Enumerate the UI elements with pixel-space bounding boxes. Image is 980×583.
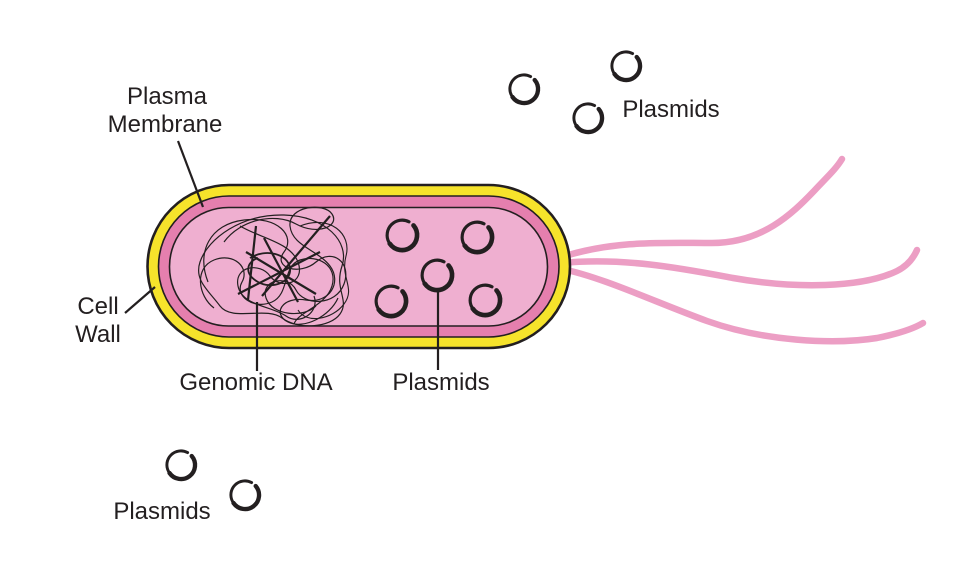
- plasmid-icon: [374, 284, 409, 319]
- label-plasma-membrane-line2: Membrane: [108, 111, 223, 138]
- plasmid-icon: [468, 283, 503, 318]
- cell-body: [146, 183, 572, 350]
- leader-plasma-membrane: [176, 140, 205, 208]
- plasmid-ring-arc: [462, 225, 495, 255]
- plasmid-ring-arc: [167, 453, 198, 482]
- leader-lines: [124, 140, 440, 371]
- plasmid-ring-arc: [229, 479, 254, 504]
- plasmid-ring-arc: [572, 102, 597, 127]
- label-plasmids-internal: Plasmids: [392, 369, 489, 396]
- plasmid-ring-arc: [508, 73, 533, 98]
- plasmid-icon: [572, 102, 605, 135]
- label-cell-wall-line2: Wall: [75, 321, 121, 348]
- label-cell-wall-line1: Cell: [77, 293, 118, 320]
- plasmid-ring-arc: [574, 106, 605, 135]
- dna-scribble-strands: [237, 215, 331, 303]
- dna-scribble-line: [247, 252, 291, 287]
- plasmid-icon: [165, 449, 198, 482]
- plasmids-free-top-group: [508, 50, 643, 135]
- plasmids-internal-group: [374, 218, 503, 319]
- plasmid-icon: [508, 73, 541, 106]
- plasmid-ring-arc: [385, 218, 411, 244]
- flagellum-top-icon: [558, 155, 846, 261]
- dna-scribble-line: [199, 257, 334, 325]
- plasmid-icon: [229, 479, 262, 512]
- plasmid-ring-arc: [374, 284, 400, 310]
- plasmid-ring-arc: [470, 288, 503, 318]
- label-plasmids-free-top: Plasmids: [622, 96, 719, 123]
- plasmid-ring-arc: [468, 283, 494, 309]
- plasmid-ring-arc: [610, 50, 635, 75]
- leader-cell-wall: [124, 286, 156, 314]
- plasmids-free-bottom-group: [165, 449, 262, 512]
- flagellum-middle-icon: [558, 246, 921, 289]
- flagellum-bottom-icon: [558, 265, 927, 345]
- plasmid-ring-arc: [387, 223, 420, 253]
- plasmid-icon: [385, 218, 420, 253]
- plasmid-icon: [460, 220, 495, 255]
- label-genomic-dna: Genomic DNA: [179, 369, 332, 396]
- dna-scribble-line: [297, 221, 350, 320]
- plasmid-ring-arc: [460, 220, 486, 246]
- dna-scribble-line: [198, 214, 345, 327]
- label-plasma-membrane-line1: Plasma: [127, 83, 208, 110]
- genomic-dna-tangle: [198, 206, 350, 327]
- plasmid-icon: [610, 50, 643, 83]
- plasmid-ring-arc: [231, 483, 262, 512]
- plasmid-icon: [420, 258, 455, 293]
- flagella: [558, 155, 927, 345]
- plasmid-ring-arc: [612, 54, 643, 83]
- plasmid-ring-arc: [420, 258, 446, 284]
- plasmid-ring-arc: [376, 289, 409, 319]
- label-plasmids-free-bottom: Plasmids: [113, 498, 210, 525]
- labels: Plasma Membrane Cell Wall Genomic DNA Pl…: [75, 83, 720, 525]
- plasmid-ring-arc: [422, 263, 455, 293]
- plasmid-ring-arc: [510, 77, 541, 106]
- plasmid-ring-arc: [165, 449, 190, 474]
